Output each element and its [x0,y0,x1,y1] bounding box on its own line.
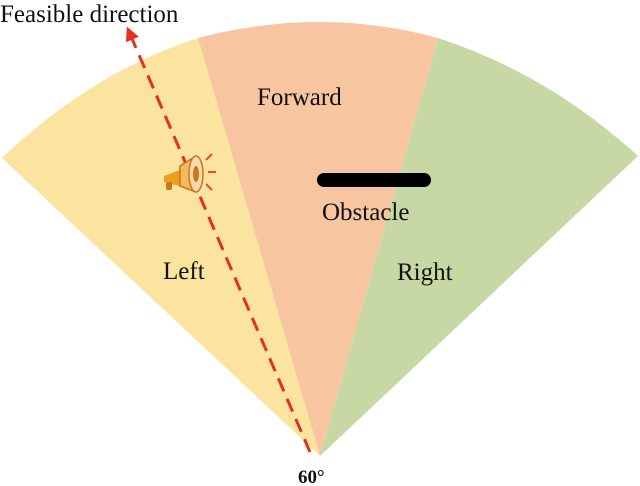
obstacle-bar [317,173,431,187]
left-label: Left [163,258,205,285]
obstacle-label: Obstacle [322,199,409,226]
forward-sector [198,22,438,456]
feasible-direction-arrow [125,26,312,453]
left-sector [2,38,320,456]
feasible-direction-label: Feasible direction [0,1,179,28]
forward-label: Forward [257,84,342,111]
right-sector [320,38,638,456]
angle-label: 60° [298,467,325,486]
right-label: Right [397,259,453,286]
megaphone-icon [164,153,216,194]
